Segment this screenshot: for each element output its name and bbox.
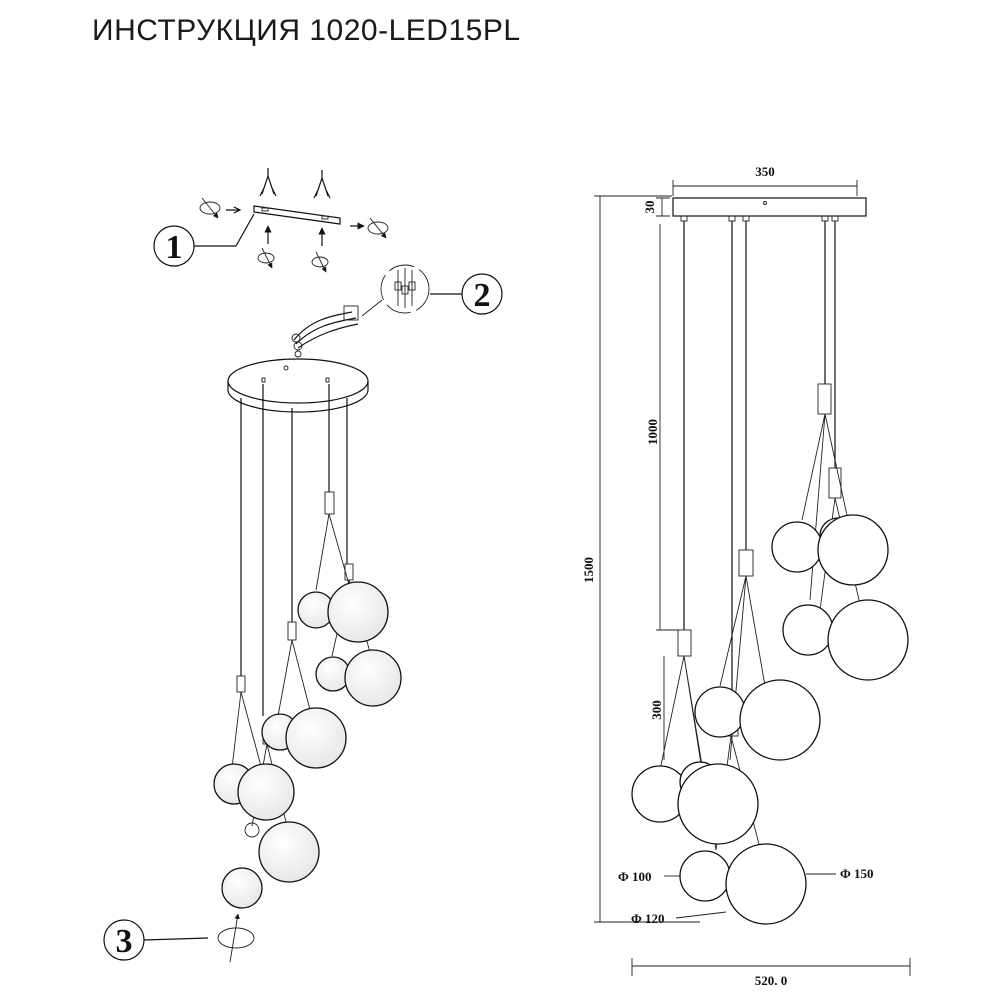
screw-icon (226, 206, 242, 214)
diameter-small-label: Φ 100 (618, 869, 652, 884)
rotate-arrow-icon (311, 256, 329, 268)
wall-plug-icon (259, 168, 331, 199)
magnifier-detail-icon (380, 264, 430, 314)
cable-length-label: 1000 (645, 419, 660, 445)
diameter-large-label: Φ 150 (840, 866, 874, 881)
rotate-arrow-icon (367, 221, 389, 235)
rotate-arrow-icon (199, 201, 221, 215)
rotate-arrow-icon (257, 252, 275, 264)
canopy-perspective (227, 358, 369, 413)
canopy-height-label: 30 (642, 201, 657, 214)
mounting-bracket-assembly (199, 168, 389, 273)
step-2-callout: 2 (430, 273, 503, 315)
step-2-number: 2 (474, 277, 491, 314)
rotate-arrow-icon (217, 927, 255, 949)
step-1-number: 1 (166, 229, 183, 266)
step-3-callout: 3 (103, 913, 255, 963)
total-height-label: 1500 (581, 557, 596, 583)
mounting-bracket (253, 205, 341, 225)
cluster-height-label: 300 (649, 700, 664, 720)
glass-globes-perspective (213, 581, 402, 909)
step-3-number: 3 (116, 923, 133, 960)
step-1-callout: 1 (153, 213, 255, 267)
canopy-width-label: 350 (755, 164, 775, 179)
dimension-drawing: 350 30 1500 1000 300 (581, 164, 911, 988)
diameter-medium-label: Φ 120 (631, 911, 665, 926)
total-width-label: 520. 0 (755, 973, 788, 988)
canopy (672, 197, 867, 217)
wiring-assembly (291, 264, 430, 358)
page-title: ИНСТРУКЦИЯ 1020-LED15PL (92, 14, 521, 47)
